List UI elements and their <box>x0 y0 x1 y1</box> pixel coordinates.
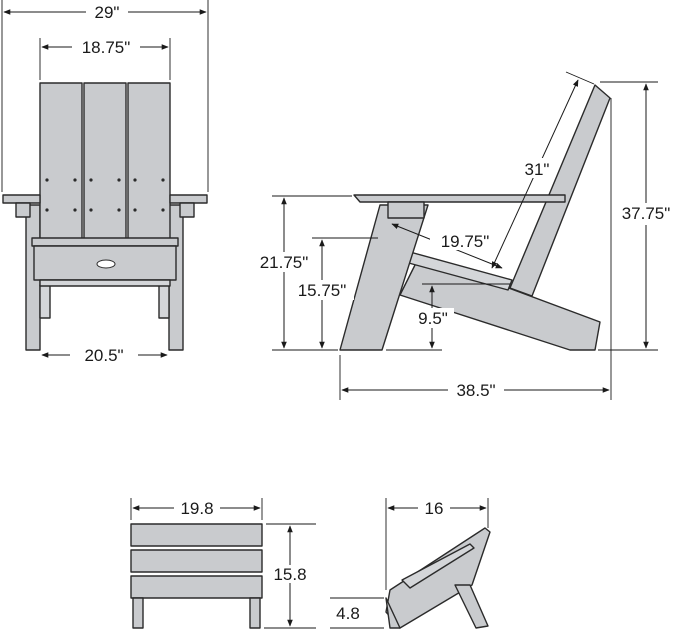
chair-back-length-label: 31" <box>525 160 550 179</box>
chair-seat-depth-label: 19.75" <box>441 232 490 251</box>
chair-arm-height-label: 21.75" <box>260 253 309 272</box>
chair-seat-height-label: 15.75" <box>298 281 347 300</box>
chair-front-height-label: 9.5" <box>418 309 448 328</box>
chair-seat-width-label: 20.5" <box>84 346 123 365</box>
chair-overall-depth-label: 38.5" <box>456 381 495 400</box>
chair-overall-width-label: 29" <box>95 3 120 22</box>
chair-overall-height-label: 37.75" <box>622 204 671 223</box>
chair-side-view: 31" 19.75" 21.75" 15.75" 9.5" 37.75" <box>252 71 678 400</box>
ottoman-width-label: 19.8 <box>180 499 213 518</box>
ottoman-height-label: 15.8 <box>273 565 306 584</box>
ottoman-depth-label: 16 <box>425 499 444 518</box>
logo-plate-icon <box>96 259 116 269</box>
ottoman-low-height-label: 4.8 <box>336 604 360 623</box>
ottoman-side-view: 16 4.8 <box>330 498 491 629</box>
ottoman-front-view: 19.8 15.8 <box>130 498 316 629</box>
screw-dots <box>45 178 165 212</box>
chair-back-width-label: 18.75" <box>82 38 131 57</box>
chair-front-view: 29" 18.75" 20.5" <box>1 0 209 365</box>
